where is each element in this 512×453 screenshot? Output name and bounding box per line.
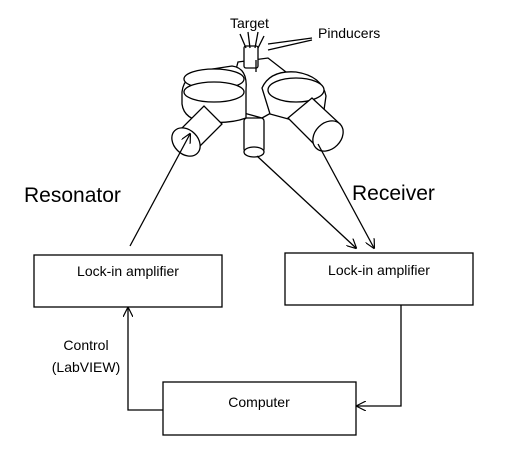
receiver-to-lockin-arrow <box>317 143 374 248</box>
computer-to-lockin-arrow <box>128 308 163 411</box>
lockin-amplifier-right-label: Lock-in amplifier <box>328 262 430 278</box>
labview-label: (LabVIEW) <box>52 359 120 375</box>
lockin-amplifier-left-label: Lock-in amplifier <box>77 263 179 279</box>
pinducers-label: Pinducers <box>318 25 380 41</box>
lockin-amplifier-right-box <box>284 252 474 306</box>
lockin-amplifier-left-box <box>33 254 223 308</box>
target-to-lockin-arrow <box>256 155 356 248</box>
computer-label: Computer <box>228 394 290 410</box>
target-label: Target <box>230 15 269 31</box>
receiver-label: Receiver <box>352 182 435 205</box>
connection-arrows <box>128 134 402 411</box>
control-label: Control <box>63 337 108 353</box>
resonator-label: Resonator <box>24 184 121 207</box>
lockin-to-computer-arrow <box>357 305 402 406</box>
transducer-apparatus-drawing <box>171 31 344 158</box>
lockin-to-resonator-arrow <box>129 134 190 247</box>
computer-box <box>162 381 357 436</box>
